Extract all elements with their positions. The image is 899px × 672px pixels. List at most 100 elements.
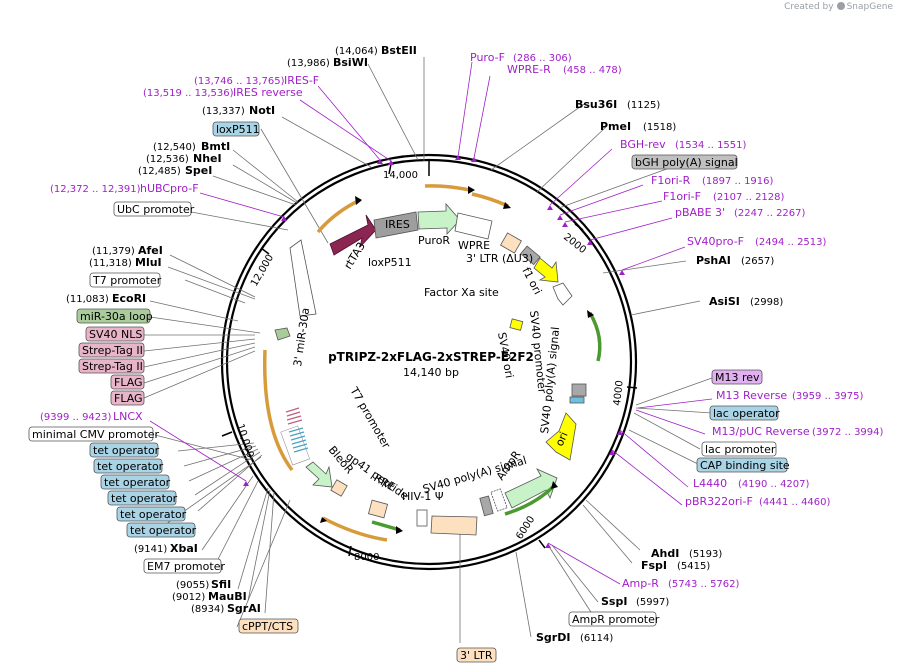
box-label-m13-rev: M13 rev bbox=[715, 371, 760, 384]
box-tet-op-6 bbox=[126, 522, 196, 538]
box-label-bgh-polya: bGH poly(A) signal bbox=[635, 156, 738, 169]
site-name-sgrdi: SgrDI bbox=[536, 631, 570, 644]
site-name-pmei: PmeI bbox=[600, 120, 631, 133]
site-pos-fspi: (5415) bbox=[677, 561, 710, 572]
box-sv40-nls bbox=[85, 326, 145, 342]
orf-arc-top bbox=[424, 184, 471, 192]
label-loxp511: loxP511 bbox=[368, 256, 412, 269]
bgh-polya-box bbox=[520, 245, 541, 266]
orf-arc-bottom2 bbox=[371, 520, 401, 532]
puror-arrow bbox=[417, 202, 461, 236]
box-label-tet-op-1: tet operator bbox=[93, 444, 160, 457]
tick-label-6000: 6000 bbox=[514, 514, 537, 541]
watermark-brand: SnapGene bbox=[846, 2, 893, 12]
primer-name-lncx: LNCX bbox=[113, 410, 143, 423]
orf-arrowheads bbox=[320, 186, 594, 534]
site-name-bsteii: BstEII bbox=[381, 44, 417, 57]
primer-pos-puro-f: (286 .. 306) bbox=[513, 53, 572, 64]
label-wpre: WPRE bbox=[458, 239, 490, 252]
site-pos-spei: (12,485) bbox=[138, 166, 181, 177]
primer-name-m13-reverse: M13 Reverse bbox=[716, 389, 787, 402]
label-t7promoter: T7 promoter bbox=[347, 384, 393, 451]
box-strep-tag-2 bbox=[78, 358, 145, 374]
box-label-min-cmv: minimal CMV promoter bbox=[32, 428, 160, 441]
orf-arc-bottom bbox=[322, 516, 388, 542]
box-label-ubc-promoter: UbC promoter bbox=[117, 203, 195, 216]
orf-arc-right bbox=[588, 312, 602, 362]
box-label-loxp511: loxP511 bbox=[216, 123, 260, 136]
box-flag-2 bbox=[110, 390, 145, 406]
bleor-arrow bbox=[305, 461, 333, 488]
feature-boxes: loxP511 UbC promoter T7 promoter miR-30a… bbox=[28, 121, 790, 663]
primer-name-l4440: L4440 bbox=[693, 477, 727, 490]
site-name-maubi: MauBI bbox=[208, 590, 247, 603]
primer-pos-wpre-r: (458 .. 478) bbox=[563, 65, 622, 76]
box-label-3ltr: 3' LTR bbox=[460, 649, 493, 662]
primer-pos-ires-reverse: (13,519 .. 13,536) bbox=[143, 88, 234, 99]
tag-stripes bbox=[285, 407, 303, 425]
orf-arc-top2 bbox=[471, 192, 509, 208]
site-pos-pshai: (2657) bbox=[741, 256, 774, 267]
primer-name-bgh-rev: BGH-rev bbox=[620, 138, 666, 151]
site-pos-sfii: (9055) bbox=[176, 580, 209, 591]
primer-pos-lncx: (9399 .. 9423) bbox=[40, 412, 112, 423]
label-hiv1psi: HIV-1 Ψ bbox=[402, 490, 444, 503]
box-label-mir30a-loop: miR-30a loop bbox=[80, 310, 153, 323]
leader-lines bbox=[143, 57, 713, 643]
box-label-sv40-nls: SV40 NLS bbox=[89, 328, 142, 341]
box-tet-op-5 bbox=[116, 506, 186, 522]
primer-marks bbox=[243, 155, 625, 548]
primers: Puro-F (286 .. 306) WPRE-R (458 .. 478) … bbox=[40, 51, 884, 590]
site-name-xbai: XbaI bbox=[170, 542, 198, 555]
ltr5-arrow bbox=[430, 515, 478, 536]
box-label-cppt-cts: cPPT/CTS bbox=[242, 620, 293, 633]
box-t7-promoter bbox=[89, 272, 161, 288]
box-ubc-promoter bbox=[113, 201, 192, 217]
box-label-tet-op-6: tet operator bbox=[130, 524, 197, 537]
label-mir30a: 3' miR-30a bbox=[291, 307, 312, 367]
primer-pos-hubcpro-f: (12,372 .. 12,391) bbox=[50, 184, 141, 195]
site-pos-maubi: (9012) bbox=[172, 592, 205, 603]
primer-pos-pbabe3: (2247 .. 2267) bbox=[734, 208, 806, 219]
box-label-strep-tag-1: Strep-Tag II bbox=[82, 344, 143, 357]
lac-features-box bbox=[569, 396, 585, 404]
tick-label-14000: 14,000 bbox=[383, 170, 418, 181]
primer-pos-m13-reverse: (3959 .. 3975) bbox=[792, 391, 864, 402]
mir30a-loop-arrow bbox=[274, 327, 291, 341]
box-tet-op-3 bbox=[100, 474, 170, 490]
site-name-fspi: FspI bbox=[641, 559, 667, 572]
site-pos-ahdi: (5193) bbox=[689, 549, 722, 560]
box-lac-operator bbox=[709, 405, 779, 421]
site-name-ahdi: AhdI bbox=[651, 547, 679, 560]
box-flag-1 bbox=[110, 374, 145, 390]
snapgene-logo-icon bbox=[836, 2, 845, 10]
site-pos-xbai: (9141) bbox=[134, 544, 167, 555]
tet-operators-box bbox=[280, 425, 310, 466]
site-pos-bsiwi: (13,986) bbox=[287, 58, 330, 69]
primer-name-pbabe3: pBABE 3' bbox=[675, 206, 725, 219]
orf-arc-left bbox=[262, 349, 294, 472]
small-white-arrow bbox=[552, 282, 573, 306]
rre-box bbox=[367, 499, 389, 519]
box-label-em7-promoter: EM7 promoter bbox=[147, 560, 225, 573]
site-name-spei: SpeI bbox=[185, 164, 212, 177]
primer-pos-f1ori-f: (2107 .. 2128) bbox=[713, 192, 785, 203]
rtta3-arrow bbox=[329, 214, 377, 256]
site-name-pshai: PshAI bbox=[696, 254, 731, 267]
site-pos-nhei: (12,536) bbox=[146, 154, 189, 165]
sv40-ori-box bbox=[509, 318, 524, 331]
box-label-tet-op-5: tet operator bbox=[120, 508, 187, 521]
site-pos-sgrdi: (6114) bbox=[580, 633, 613, 644]
label-factorxa: Factor Xa site bbox=[424, 286, 499, 299]
site-pos-sgrai: (8934) bbox=[191, 604, 224, 615]
box-mir30a-loop bbox=[76, 308, 151, 324]
box-tet-op-4 bbox=[107, 490, 177, 506]
primer-name-f1ori-r: F1ori-R bbox=[651, 174, 691, 187]
tick-label-2000: 2000 bbox=[561, 232, 588, 256]
tick-label-4000: 4000 bbox=[612, 380, 626, 406]
primer-name-ires-f: IRES-F bbox=[284, 74, 319, 87]
site-pos-noti: (13,337) bbox=[202, 106, 245, 117]
sv40-polya-box bbox=[571, 383, 587, 397]
